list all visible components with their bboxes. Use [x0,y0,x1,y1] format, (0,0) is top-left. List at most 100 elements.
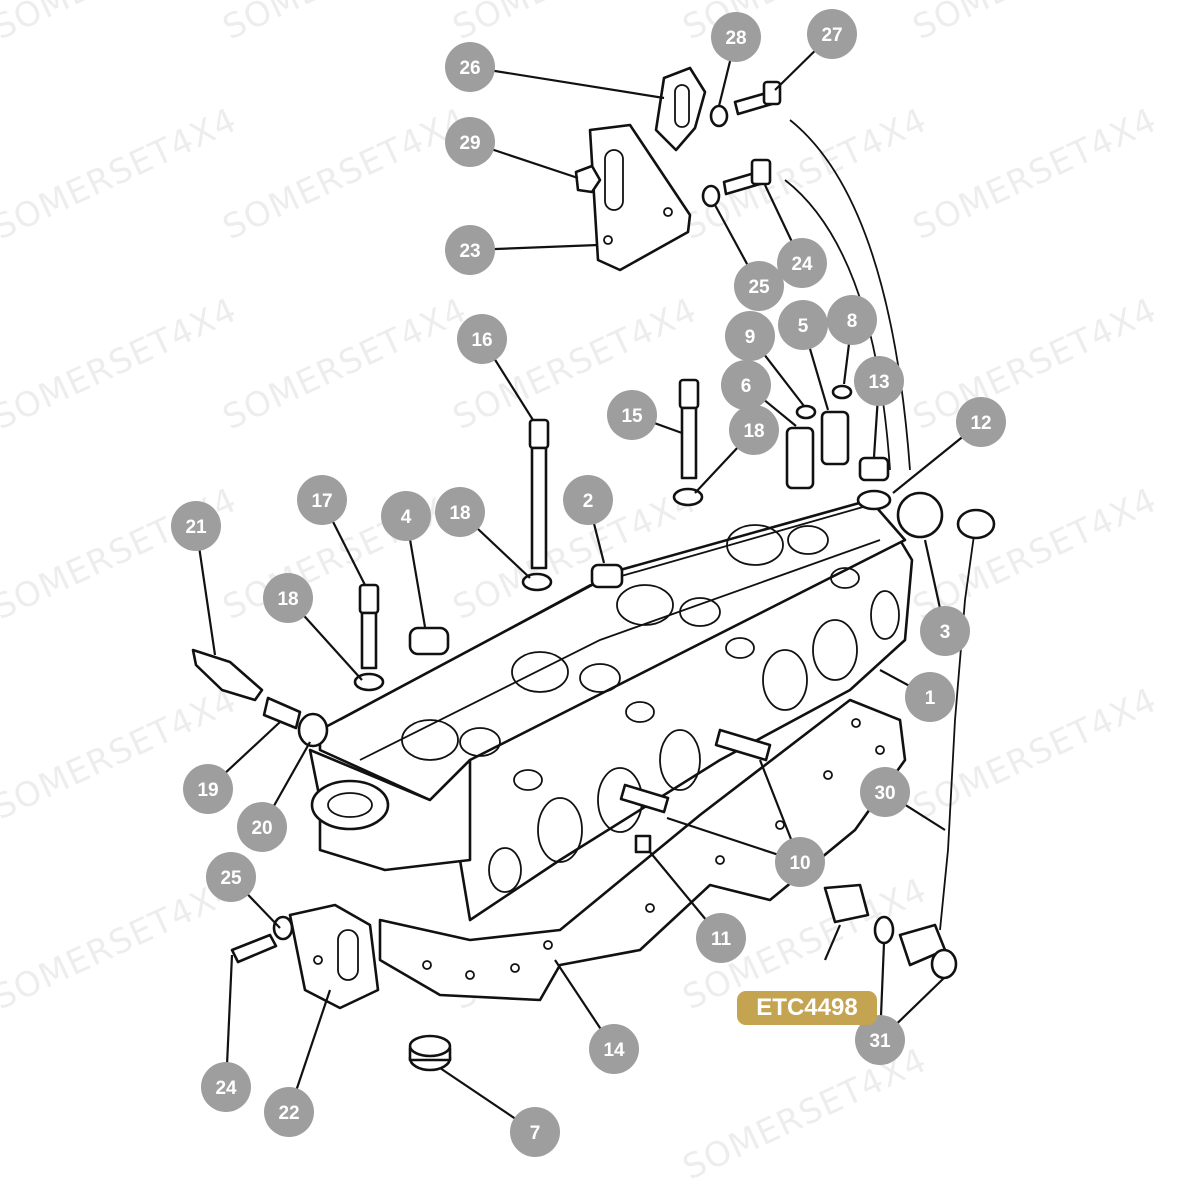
watermark-text: SOMERSET4X4 [0,870,243,1018]
callout-23[interactable]: 23 [445,225,495,275]
callout-30[interactable]: 30 [860,767,910,817]
callout-label: 8 [847,311,858,332]
callout-18-a[interactable]: 18 [435,487,485,537]
callout-28[interactable]: 28 [711,12,761,62]
callout-label: 1 [925,688,936,709]
callout-label: 24 [215,1078,237,1099]
callout-label: 24 [791,254,813,275]
callout-4[interactable]: 4 [381,491,431,541]
breather-pipe [823,508,996,980]
watermark-text: SOMERSET4X4 [217,0,473,48]
callout-label: 25 [220,868,242,889]
callout-25-b[interactable]: 25 [206,852,256,902]
callout-25-a[interactable]: 25 [734,261,784,311]
routing-arc [789,119,911,471]
callout-label: 18 [277,589,298,610]
watermark-text: SOMERSET4X4 [907,0,1163,48]
callout-13[interactable]: 13 [854,356,904,406]
watermark-text: SOMERSET4X4 [217,100,473,248]
callout-label: 18 [743,421,764,442]
callout-label: 6 [741,376,752,397]
callout-label: 20 [251,818,272,839]
callout-label: 26 [459,58,480,79]
callout-10[interactable]: 10 [775,837,825,887]
callout-20[interactable]: 20 [237,802,287,852]
callout-label: 28 [725,28,746,49]
callout-15[interactable]: 15 [607,390,657,440]
callout-label: 3 [940,622,951,643]
callout-label: 31 [869,1031,891,1052]
callout-label: 10 [789,853,810,874]
callout-3[interactable]: 3 [920,606,970,656]
valve-guides [785,384,853,490]
watermark-text: SOMERSET4X4 [0,290,243,438]
callout-9[interactable]: 9 [725,311,775,361]
watermark-text: SOMERSET4X4 [0,100,243,248]
temperature-sender [191,648,329,748]
spacers [408,563,624,656]
core-plug-lower [408,1034,452,1072]
watermark-text: SOMERSET4X4 [907,290,1163,438]
callout-14[interactable]: 14 [589,1024,639,1074]
dowel [634,834,652,854]
washer-lower [272,915,294,941]
watermark-text: SOMERSET4X4 [447,0,703,48]
callout-17[interactable]: 17 [297,475,347,525]
callout-label: 25 [748,277,770,298]
callout-29[interactable]: 29 [445,117,495,167]
bolt-lower [230,933,278,964]
callout-label: 5 [798,316,809,337]
watermark-text: SOMERSET4X4 [907,480,1163,628]
watermark-text: SOMERSET4X4 [677,1040,933,1188]
callout-label: 15 [621,406,643,427]
callout-label: 29 [459,133,480,154]
callout-label: 18 [449,503,470,524]
core-plug-side [896,491,944,539]
callout-18-b[interactable]: 18 [729,405,779,455]
callout-label: 7 [530,1123,541,1144]
callout-label: 22 [278,1103,299,1124]
watermark-text: SOMERSET4X4 [907,100,1163,248]
callout-7[interactable]: 7 [510,1107,560,1157]
exhaust-studs [619,728,772,814]
callout-24-b[interactable]: 24 [777,238,827,288]
callout-18-c[interactable]: 18 [263,573,313,623]
callout-5[interactable]: 5 [778,300,828,350]
callout-layer: 1 2 3 4 5 6 7 8 9 10 11 12 13 14 15 16 1… [171,9,1006,1157]
callout-1[interactable]: 1 [905,672,955,722]
lifting-eye-rear [288,903,380,1010]
watermark-text: SOMERSET4X4 [217,290,473,438]
callout-label: 4 [401,507,412,528]
rear-plug [856,456,892,511]
callout-label: 19 [197,780,218,801]
callout-2[interactable]: 2 [563,475,613,525]
callout-26[interactable]: 26 [445,42,495,92]
callout-8[interactable]: 8 [827,295,877,345]
callout-label: 13 [868,372,889,393]
lifting-bracket-front [588,123,692,272]
callout-label: 14 [603,1040,625,1061]
callout-19[interactable]: 19 [183,764,233,814]
nut [574,164,602,194]
callout-31[interactable]: 31 [855,1015,905,1065]
callout-11[interactable]: 11 [696,913,746,963]
hook-bracket [654,66,707,152]
callout-label: 9 [745,327,756,348]
callout-label: 30 [874,783,895,804]
callout-label: 23 [459,241,480,262]
callout-label: 17 [311,491,332,512]
cylinder-head [308,498,914,922]
callout-16[interactable]: 16 [457,314,507,364]
callout-12[interactable]: 12 [956,397,1006,447]
watermark-text: SOMERSET4X4 [447,290,703,438]
callout-22[interactable]: 22 [264,1087,314,1137]
callout-label: 12 [970,413,991,434]
callout-24-a[interactable]: 24 [201,1062,251,1112]
callout-27[interactable]: 27 [807,9,857,59]
reference-code-badge: ETC4498 [737,991,877,1025]
routing-arc [784,179,891,471]
callout-21[interactable]: 21 [171,501,221,551]
callout-6[interactable]: 6 [721,360,771,410]
